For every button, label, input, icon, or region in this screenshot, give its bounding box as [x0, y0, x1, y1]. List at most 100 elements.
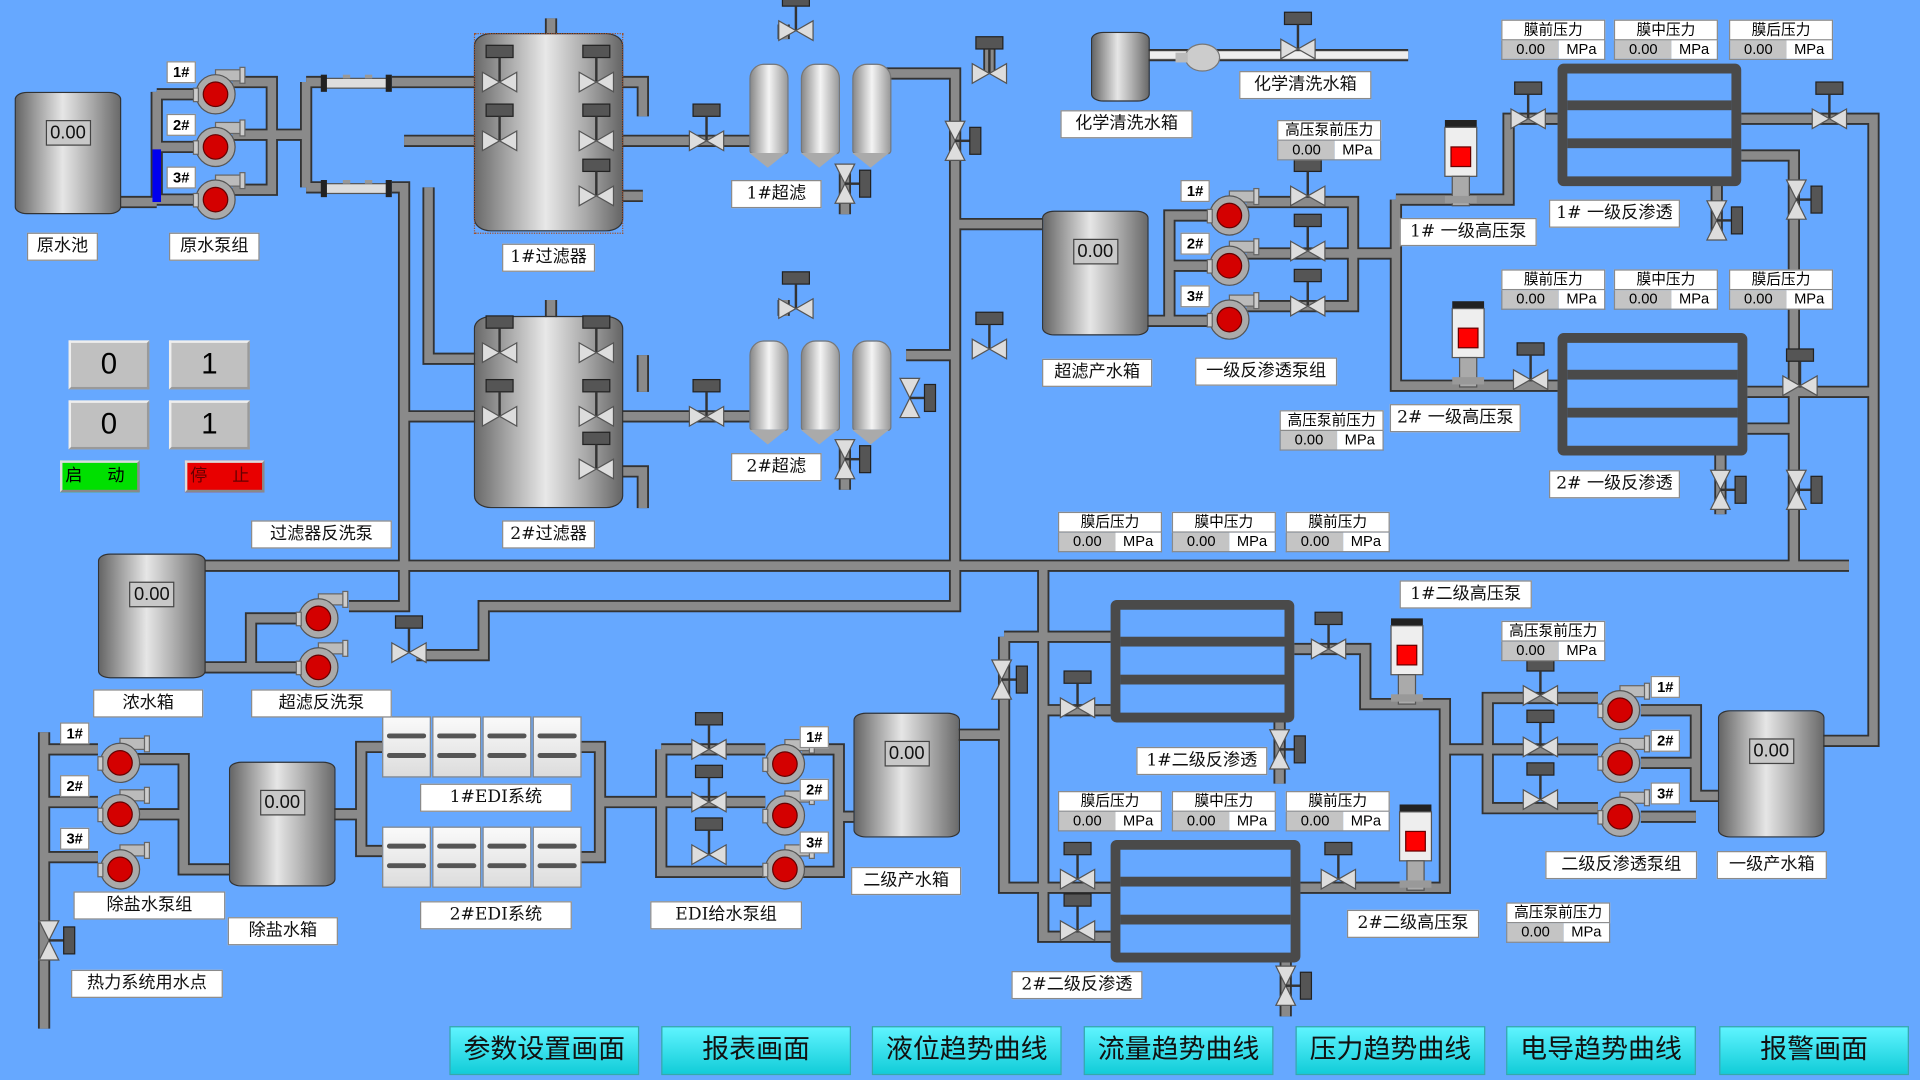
- nav-button-flow-trend[interactable]: 流量趋势曲线: [1083, 1026, 1274, 1076]
- ro2-pump-1-icon[interactable]: [1597, 682, 1652, 732]
- valve-icon[interactable]: [1278, 11, 1317, 60]
- valve-icon[interactable]: [776, 0, 815, 42]
- valve-icon[interactable]: [1309, 611, 1348, 660]
- pressure-unit: MPa: [1671, 40, 1717, 59]
- valve-icon[interactable]: [480, 315, 519, 364]
- valve-icon[interactable]: [1709, 469, 1748, 511]
- valve-icon[interactable]: [689, 712, 728, 761]
- valve-icon[interactable]: [1288, 158, 1327, 207]
- valve-icon[interactable]: [1058, 893, 1097, 942]
- ro1-pump-1-icon[interactable]: [1206, 187, 1261, 238]
- valve-icon[interactable]: [1274, 965, 1313, 1006]
- stop-button[interactable]: 停 止: [184, 460, 265, 493]
- valve-icon[interactable]: [687, 378, 726, 428]
- nav-button-parameter-settings[interactable]: 参数设置画面: [449, 1026, 640, 1076]
- valve-icon[interactable]: [1521, 709, 1560, 758]
- valve-icon[interactable]: [1288, 268, 1327, 317]
- raw-pump-3-icon[interactable]: [192, 172, 247, 222]
- valve-icon[interactable]: [1521, 762, 1560, 811]
- valve-icon[interactable]: [1785, 179, 1824, 220]
- chemical-clean-tank: [1091, 31, 1150, 102]
- edi-plate: [386, 843, 427, 849]
- pressure-panel-title: 膜中压力: [1171, 791, 1276, 812]
- pump-number-tag: 2#: [1180, 232, 1210, 255]
- ro2-pump-2-icon[interactable]: [1597, 735, 1652, 785]
- label-uf-product-tank: 超滤产水箱: [1042, 358, 1153, 387]
- valve-icon[interactable]: [687, 103, 726, 152]
- ro2-pump-3-icon[interactable]: [1597, 789, 1652, 839]
- valve-icon[interactable]: [1511, 342, 1550, 391]
- raw-pump-2-icon[interactable]: [192, 119, 247, 169]
- nav-button-report[interactable]: 报表画面: [661, 1026, 852, 1076]
- valve-icon[interactable]: [577, 103, 616, 152]
- counter-button[interactable]: 1: [168, 340, 250, 390]
- label-ro1-hp-pump-2: 2# 一级高压泵: [1389, 404, 1521, 433]
- valve-icon[interactable]: [1058, 841, 1097, 891]
- uf-backwash-pump-icon[interactable]: [295, 639, 350, 689]
- valve-icon[interactable]: [1785, 469, 1824, 511]
- valve-icon[interactable]: [970, 36, 1009, 85]
- edi-pump-1-icon[interactable]: [762, 736, 817, 786]
- filter-backwash-pump-icon[interactable]: [295, 590, 350, 640]
- pump-number-tag: 2#: [60, 775, 90, 798]
- valve-icon[interactable]: [577, 44, 616, 93]
- membrane-divider: [1120, 876, 1291, 887]
- edi-1-stack: [382, 716, 432, 778]
- ro2-hp-pump-1-icon[interactable]: [1387, 618, 1426, 709]
- valve-icon[interactable]: [38, 920, 76, 961]
- pump-number-tag: 2#: [166, 113, 196, 136]
- edi-pump-3-icon[interactable]: [762, 841, 817, 891]
- pressure-unit: MPa: [1563, 923, 1609, 942]
- counter-button[interactable]: 0: [68, 400, 150, 450]
- valve-icon[interactable]: [480, 378, 519, 428]
- valve-icon[interactable]: [970, 311, 1009, 360]
- valve-icon[interactable]: [1058, 670, 1097, 719]
- raw-pump-1-icon[interactable]: [192, 66, 247, 116]
- counter-button[interactable]: 1: [168, 400, 250, 450]
- valve-icon[interactable]: [389, 615, 428, 664]
- ro1-hp-pump-1-icon[interactable]: [1441, 120, 1480, 211]
- valve-icon[interactable]: [944, 120, 982, 162]
- valve-icon[interactable]: [1521, 658, 1560, 707]
- valve-icon[interactable]: [577, 431, 616, 480]
- valve-icon[interactable]: [899, 377, 937, 419]
- uf-1-module: [852, 63, 892, 155]
- valve-icon[interactable]: [776, 271, 815, 320]
- valve-icon[interactable]: [1288, 213, 1327, 262]
- ro1-pump-3-icon[interactable]: [1206, 292, 1261, 342]
- pump-number-tag: 1#: [60, 722, 90, 745]
- valve-icon[interactable]: [834, 438, 872, 480]
- valve-icon[interactable]: [990, 659, 1029, 700]
- valve-icon[interactable]: [480, 44, 519, 93]
- valve-icon[interactable]: [834, 163, 872, 204]
- ro1-pump-2-icon[interactable]: [1206, 238, 1261, 288]
- start-button[interactable]: 启 动: [60, 460, 140, 493]
- valve-icon[interactable]: [1810, 81, 1849, 130]
- valve-icon[interactable]: [689, 817, 728, 866]
- desalted-pump-1-icon[interactable]: [97, 735, 152, 785]
- nav-button-level-trend[interactable]: 液位趋势曲线: [871, 1026, 1062, 1076]
- valve-icon[interactable]: [577, 378, 616, 428]
- tank-primary-product-tank: 0.00: [1717, 710, 1825, 838]
- valve-icon[interactable]: [1268, 729, 1307, 770]
- nav-button-conductivity-trend[interactable]: 电导趋势曲线: [1506, 1026, 1696, 1076]
- pressure-unit: MPa: [1786, 40, 1832, 59]
- uf-2-module-cone: [749, 429, 787, 445]
- valve-icon[interactable]: [689, 764, 728, 813]
- counter-button[interactable]: 0: [68, 340, 150, 390]
- valve-icon[interactable]: [1705, 200, 1744, 241]
- nav-button-alarm[interactable]: 报警画面: [1719, 1026, 1909, 1076]
- valve-icon[interactable]: [480, 103, 519, 152]
- valve-icon[interactable]: [577, 315, 616, 364]
- desalted-pump-3-icon[interactable]: [97, 841, 152, 891]
- desalted-pump-2-icon[interactable]: [97, 786, 152, 836]
- valve-icon[interactable]: [577, 158, 616, 207]
- valve-icon[interactable]: [1780, 348, 1819, 397]
- nav-button-pressure-trend[interactable]: 压力趋势曲线: [1295, 1026, 1486, 1076]
- valve-icon[interactable]: [1509, 81, 1548, 130]
- ro2-hp-pump-2-icon[interactable]: [1396, 804, 1435, 895]
- ro1-hp-pump-2-icon[interactable]: [1449, 301, 1488, 392]
- valve-icon[interactable]: [1319, 841, 1358, 891]
